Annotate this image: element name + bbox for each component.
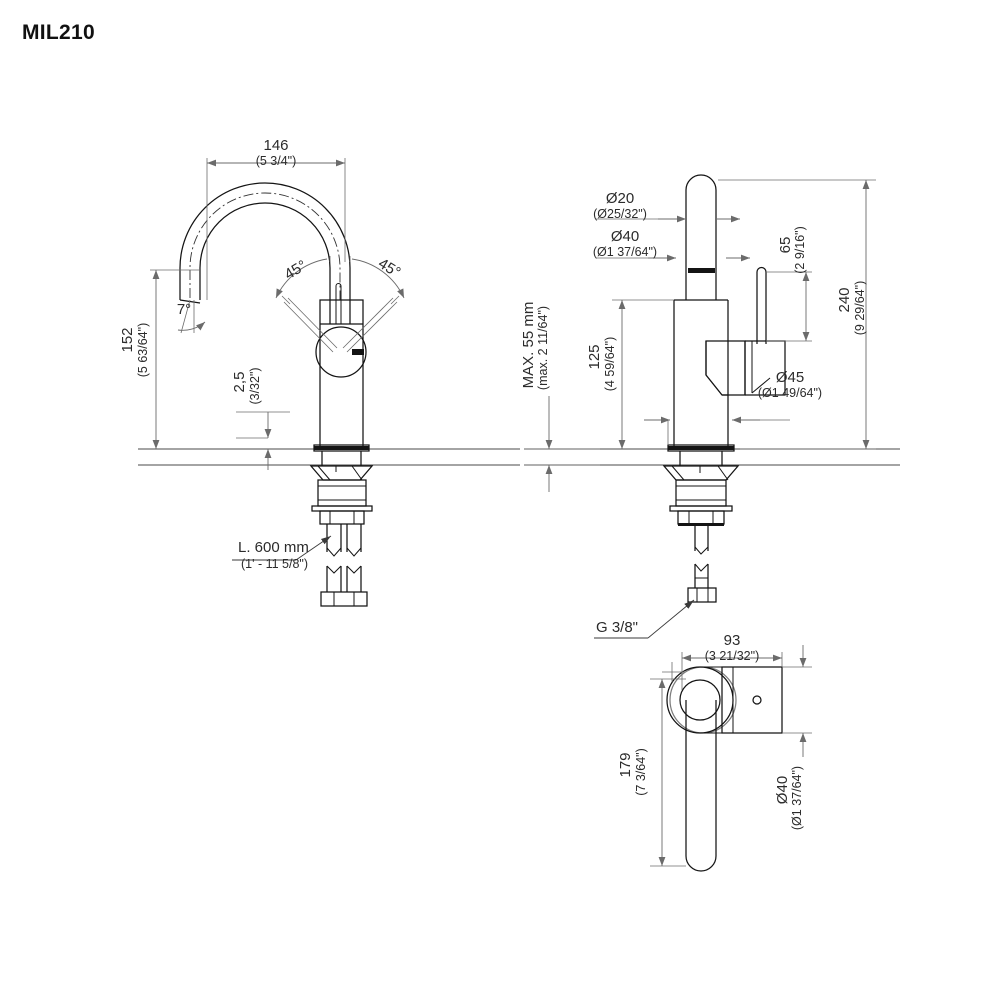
dim-max55-value: MAX. 55 mm: [520, 302, 537, 389]
flexible-hoses-left: [326, 524, 362, 592]
dim-d40-imperial: (Ø1 37/64"): [593, 245, 657, 259]
dim-65-imperial: (2 9/16"): [793, 226, 807, 274]
right-view-faucet: [662, 174, 786, 603]
dim-93-imperial: (3 21/32"): [705, 649, 759, 663]
plan-view-dimensions: 93 (3 21/32") 179 (7 3/64") Ø40 (Ø1 37/6…: [617, 632, 812, 867]
dim-93-value: 93: [724, 632, 741, 649]
dim-25-imperial: (3/32"): [248, 367, 262, 404]
dim-152-value: 152: [119, 327, 136, 352]
dim-179-imperial: (7 3/64"): [634, 748, 648, 796]
dim-d40-plan-imperial: (Ø1 37/64"): [790, 766, 804, 830]
right-view-dimensions: Ø20 (Ø25/32") Ø40 (Ø1 37/64") 65 (2 9/16…: [520, 179, 876, 639]
dim-240-imperial: (9 29/64"): [853, 281, 867, 335]
dim-240-value: 240: [836, 287, 853, 312]
hose-length-imperial: (1' - 11 5/8"): [241, 557, 308, 571]
dim-25-value: 2,5: [231, 372, 248, 393]
dim-d40-value: Ø40: [611, 228, 639, 245]
dim-d20-value: Ø20: [606, 190, 634, 207]
dim-d45-value: Ø45: [776, 369, 804, 386]
dim-d45-imperial: (Ø1 49/64"): [758, 386, 822, 400]
dim-d40-plan-value: Ø40: [774, 776, 791, 804]
hose-length-value: L. 600 mm: [238, 539, 309, 556]
page-title: MIL210: [22, 21, 95, 44]
angle-45-left-label: 45°: [282, 257, 310, 283]
dim-d20-imperial: (Ø25/32"): [593, 207, 647, 221]
thread-g38-label: G 3/8": [596, 619, 638, 636]
dim-146-value: 146: [263, 137, 288, 154]
dim-146-imperial: (5 3/4"): [256, 154, 297, 168]
angle-45-right-label: 45°: [375, 255, 403, 281]
dim-179-value: 179: [617, 752, 634, 777]
angle-7-label: 7°: [177, 301, 191, 318]
dim-65-value: 65: [777, 237, 794, 254]
dim-152-imperial: (5 63/64"): [136, 323, 150, 377]
dim-max55-imperial: (max. 2 11/64"): [536, 306, 550, 390]
dim-125-imperial: (4 59/64"): [603, 337, 617, 391]
left-view-faucet: [179, 182, 374, 607]
dim-125-value: 125: [586, 344, 603, 369]
plan-view-handle: [662, 662, 783, 872]
